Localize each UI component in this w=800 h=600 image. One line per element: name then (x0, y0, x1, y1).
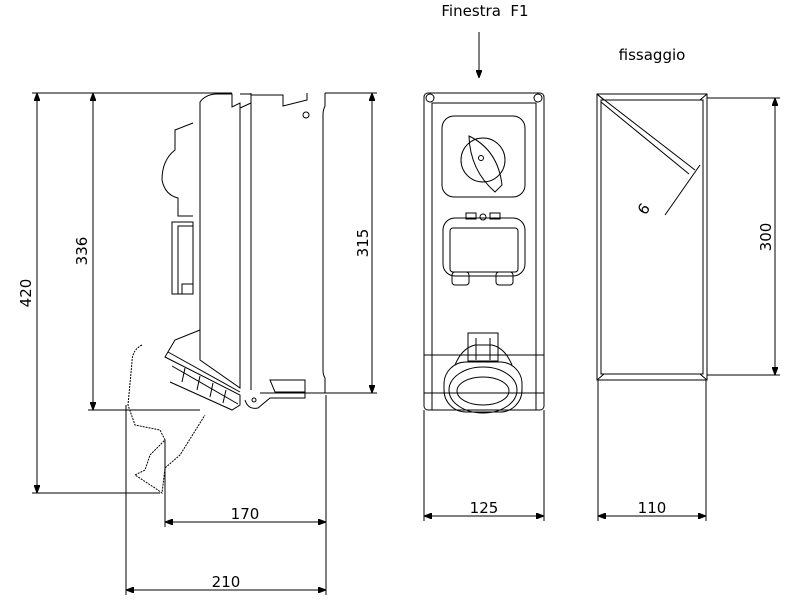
dim-125-label: 125 (470, 499, 499, 517)
rotary-switch-knob (460, 137, 506, 183)
dim-6-label: 6 (634, 200, 654, 218)
plug-side (127, 344, 206, 494)
side-view: 420 336 315 170 210 (17, 92, 377, 595)
dim-315-label: 315 (354, 229, 372, 258)
fixing-title: fissaggio (619, 46, 686, 64)
dim-300-label: 300 (757, 223, 775, 252)
fixing-plate (596, 93, 708, 381)
dim-210-label: 210 (212, 573, 241, 591)
fixing-view: fissaggio 6 300 110 (596, 46, 780, 521)
enclosure-body (199, 93, 241, 389)
dim-336-label: 336 (73, 237, 91, 266)
socket-cover (442, 217, 526, 277)
dim-110-label: 110 (638, 499, 667, 517)
socket-face (456, 376, 510, 406)
dim-170-label: 170 (231, 505, 260, 523)
hole-dim-line (664, 164, 701, 216)
switch-window (441, 115, 526, 198)
socket-side (164, 329, 241, 411)
window-title: Finestra F1 (441, 2, 528, 20)
front-view: Finestra F1 125 (423, 2, 545, 521)
switch-knob-side (161, 122, 194, 217)
dim-420-label: 420 (17, 279, 35, 308)
socket-ring (443, 361, 523, 413)
